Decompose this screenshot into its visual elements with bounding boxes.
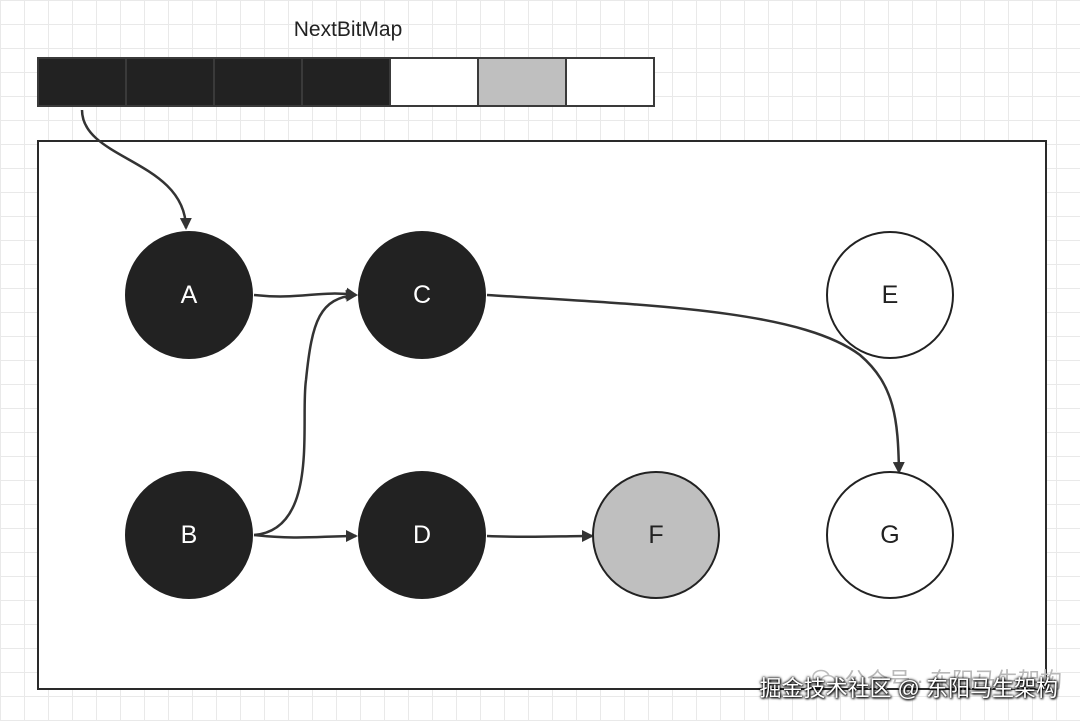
bitmap-cell: [391, 59, 479, 105]
footer-credit: 掘金技术社区 @ 东阳马生架构: [759, 676, 1058, 701]
edge-a-to-c: [253, 287, 358, 300]
bitmap-cell: [303, 59, 391, 105]
edge-bitmap-to-a: [80, 109, 192, 230]
node-f: F: [592, 471, 720, 599]
node-b: B: [125, 471, 253, 599]
node-g: G: [826, 471, 954, 599]
bitmap-cell: [479, 59, 567, 105]
node-c: C: [358, 231, 486, 359]
bitmap-cell: [127, 59, 215, 105]
edge-b-to-c: [253, 289, 358, 537]
edge-c-to-g: [486, 293, 905, 474]
node-a: A: [125, 231, 253, 359]
edge-d-to-f: [486, 530, 594, 543]
bitmap-cell: [567, 59, 653, 105]
watermark: 公众号 · 东阳马生架构: [812, 663, 1062, 695]
bitmap-cell: [215, 59, 303, 105]
bitmap-cell: [39, 59, 127, 105]
next-bitmap: [37, 57, 655, 107]
node-d: D: [358, 471, 486, 599]
wechat-icon: [812, 669, 837, 689]
bitmap-title: NextBitMap: [293, 18, 403, 41]
edge-b-to-d: [253, 530, 358, 543]
node-e: E: [826, 231, 954, 359]
watermark-text: 公众号 · 东阳马生架构: [844, 668, 1062, 693]
